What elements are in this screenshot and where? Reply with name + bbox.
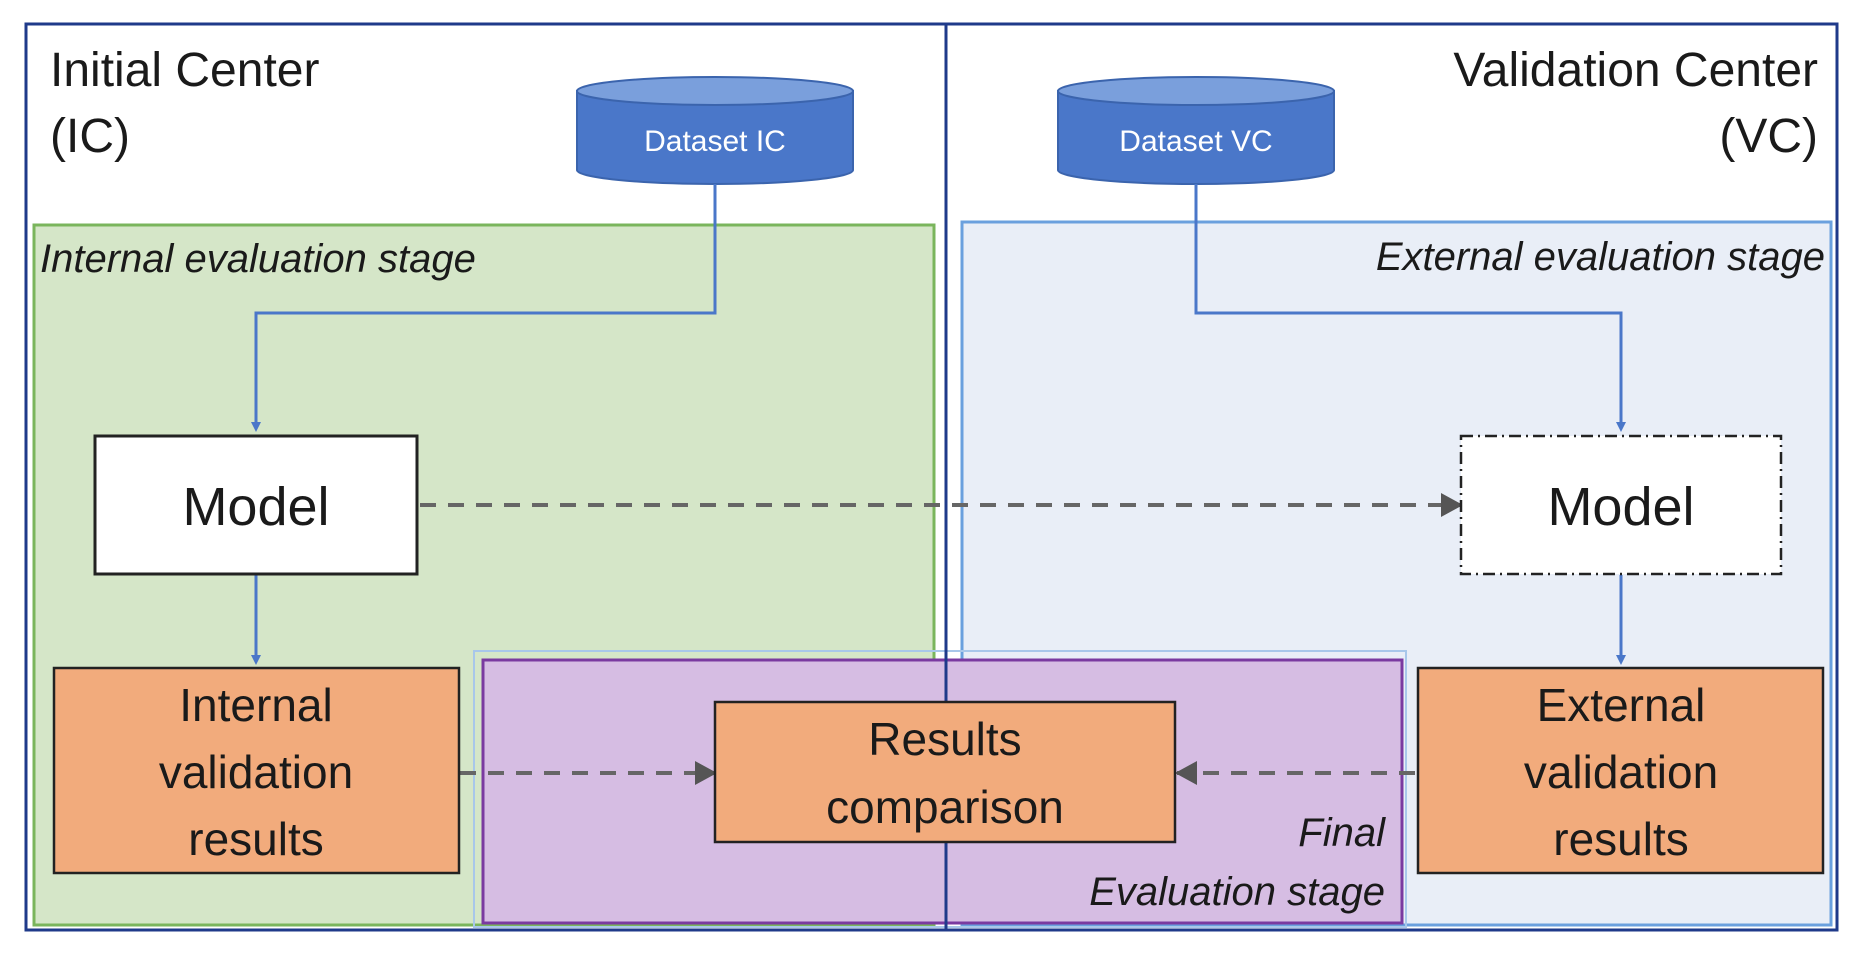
dataset-vc-database-icon: Dataset VC (1057, 76, 1335, 185)
external-results-line3: results (1553, 813, 1688, 865)
external-results-line2: validation (1524, 746, 1718, 798)
final-stage-outer-border (473, 650, 1407, 928)
internal-model-box (93, 434, 419, 576)
external-stage-label: External evaluation stage (1376, 235, 1825, 279)
internal-results-line3: results (188, 813, 323, 865)
internal-results-line2: validation (159, 746, 353, 798)
validation-center-title-line2: (VC) (1719, 110, 1818, 163)
dataset-ic-label: Dataset IC (644, 125, 786, 158)
external-model-box (1459, 434, 1783, 576)
results-comparison-line1: Results (868, 713, 1021, 765)
final-stage-label-line1: Final (1298, 811, 1386, 855)
validation-center-title-line1: Validation Center (1453, 44, 1818, 97)
dataset-ic-database-icon: Dataset IC (576, 76, 854, 185)
external-results-line1: External (1537, 679, 1706, 731)
initial-center-title-line2: (IC) (50, 110, 130, 163)
internal-results-box (52, 666, 461, 875)
final-stage-label-line2: Evaluation stage (1089, 870, 1385, 914)
outer-frame (24, 22, 1839, 932)
dataset-vc-to-model-arrow (1194, 184, 1626, 432)
dataset-vc-label: Dataset VC (1119, 125, 1272, 158)
results-comparison-line2: comparison (826, 781, 1064, 833)
internal-model-label: Model (182, 477, 329, 537)
external-model-label: Model (1547, 477, 1694, 537)
dataset-ic-to-model-arrow (251, 184, 717, 432)
internal-results-line1: Internal (179, 679, 332, 731)
internal-stage-label: Internal evaluation stage (40, 237, 476, 281)
initial-center-title-line1: Initial Center (50, 44, 319, 97)
external-results-box (1416, 666, 1825, 875)
results-comparison-box (713, 700, 1177, 844)
